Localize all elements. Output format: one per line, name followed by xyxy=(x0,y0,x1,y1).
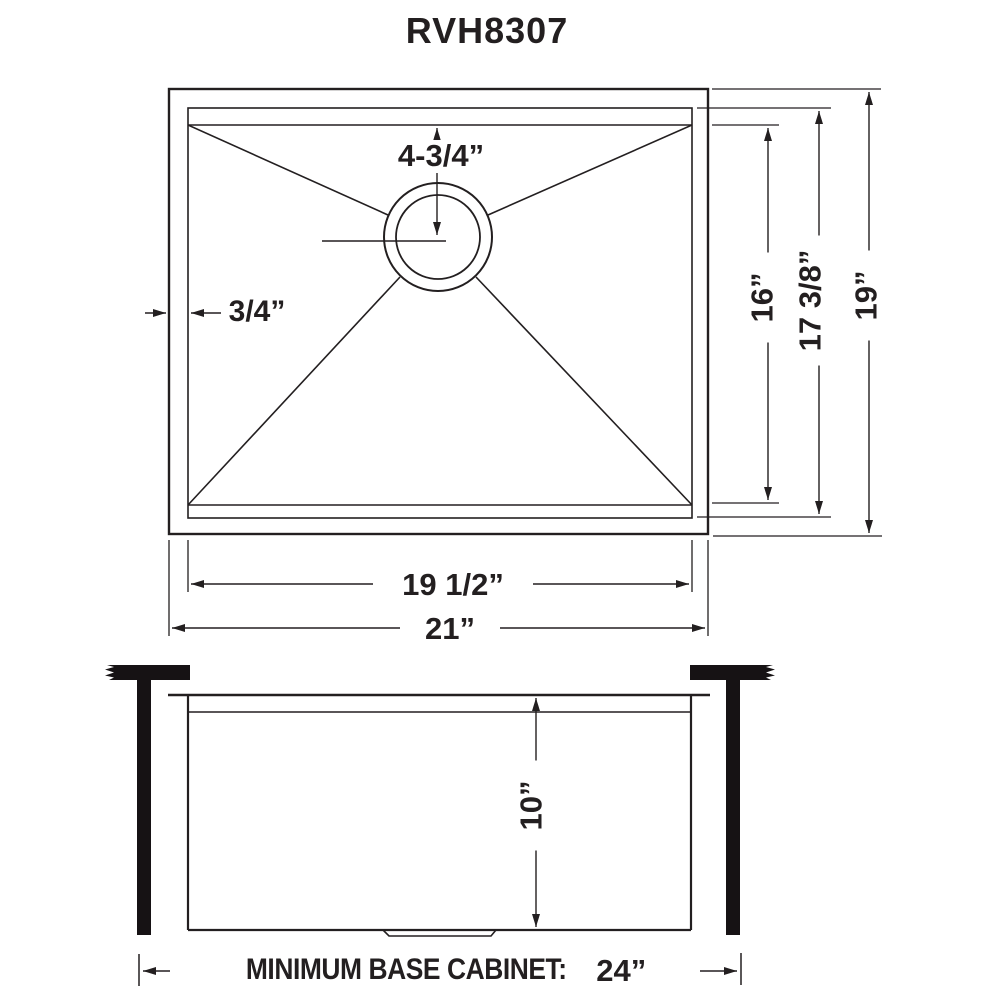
dim-bowl-width-label: 19 1/2” xyxy=(373,569,533,600)
top-view xyxy=(167,87,710,536)
countertop-right xyxy=(690,665,775,680)
dim-drain-offset-label: 4-3/4” xyxy=(381,140,501,171)
dim-bowl-front-back-lines xyxy=(712,124,779,504)
drain-outer-circle xyxy=(383,182,493,292)
model-number-title: RVH8307 xyxy=(287,13,687,49)
sink-section-outline xyxy=(168,693,710,937)
bottom-extension-lines xyxy=(168,540,709,636)
dim-bowl-front-back-label: 16” xyxy=(745,252,780,343)
cabinet-side-left xyxy=(137,680,151,935)
dim-overall-width-label: 21” xyxy=(400,613,500,644)
drain-fitting xyxy=(382,929,497,937)
countertop-left xyxy=(105,665,190,680)
cabinet-side-right xyxy=(726,680,740,935)
drain-inner-circle xyxy=(395,194,481,280)
min-base-cabinet-label: MINIMUM BASE CABINET: 24” xyxy=(170,953,700,987)
sink-outer-edge xyxy=(167,87,710,536)
min-base-cabinet-text: MINIMUM BASE CABINET: xyxy=(245,953,567,986)
dim-mid-front-back-lines xyxy=(697,107,831,518)
bowl-slope-diagonals xyxy=(187,124,693,506)
min-base-cabinet-value: 24” xyxy=(596,952,647,988)
side-view xyxy=(105,665,775,986)
top-view-dimensions xyxy=(145,88,882,636)
dim-bowl-height-label: 10” xyxy=(514,760,549,851)
dim-overall-front-back-lines xyxy=(712,88,882,537)
dim-overall-front-back-label: 19” xyxy=(849,250,884,341)
dim-rim-width-label: 3/4” xyxy=(221,297,293,327)
sink-bowl-edge xyxy=(187,107,693,519)
dim-mid-front-back-label: 17 3/8” xyxy=(793,235,828,366)
